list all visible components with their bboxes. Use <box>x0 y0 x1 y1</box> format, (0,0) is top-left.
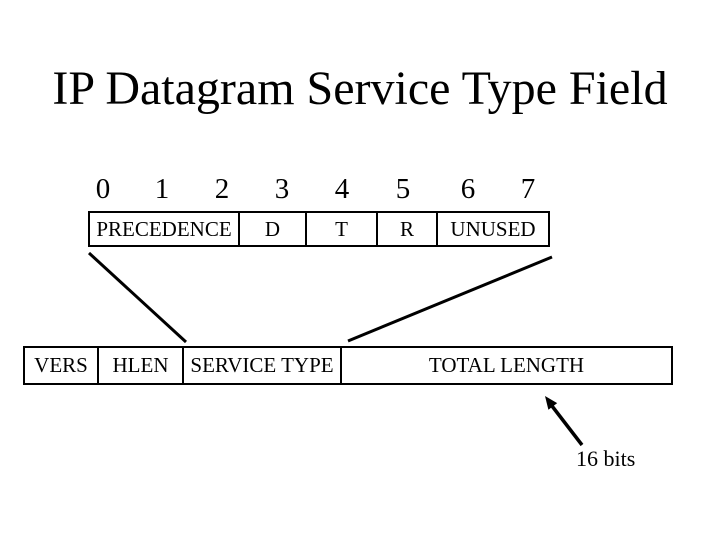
bit-label: 7 <box>520 173 536 205</box>
cell-total-length: TOTAL LENGTH <box>428 353 585 377</box>
connector-line-left <box>87 251 188 344</box>
cell-unused: UNUSED <box>450 216 536 241</box>
cell-r-bit: R <box>378 213 438 245</box>
bit-label: 4 <box>334 173 350 205</box>
total-length-arrow-shaft <box>550 404 584 447</box>
cell-vers: VERS <box>25 348 99 383</box>
cell-hlen: HLEN <box>99 348 184 383</box>
cell-service-type: SERVICE TYPE <box>184 348 342 383</box>
bit-label: 5 <box>395 173 411 205</box>
bit-label: 6 <box>460 173 476 205</box>
bit-label: 0 <box>95 173 111 205</box>
cell-precedence: PRECEDENCE <box>90 213 240 245</box>
annotation-16bits: 16 bits <box>576 446 636 471</box>
service-type-field-row: PRECEDENCE D T R UNUSED <box>88 211 550 247</box>
cell-t-bit: T <box>307 213 378 245</box>
total-length-arrowhead-icon <box>545 396 558 410</box>
slide-title: IP Datagram Service Type Field <box>52 62 668 115</box>
cell-d-bit: D <box>240 213 307 245</box>
bit-label: 3 <box>274 173 290 205</box>
bit-label: 1 <box>154 173 170 205</box>
bit-label: 2 <box>214 173 230 205</box>
header-field-row: VERS HLEN SERVICE TYPE TOTAL LENGTH <box>23 346 673 385</box>
connector-line-right <box>347 255 553 343</box>
